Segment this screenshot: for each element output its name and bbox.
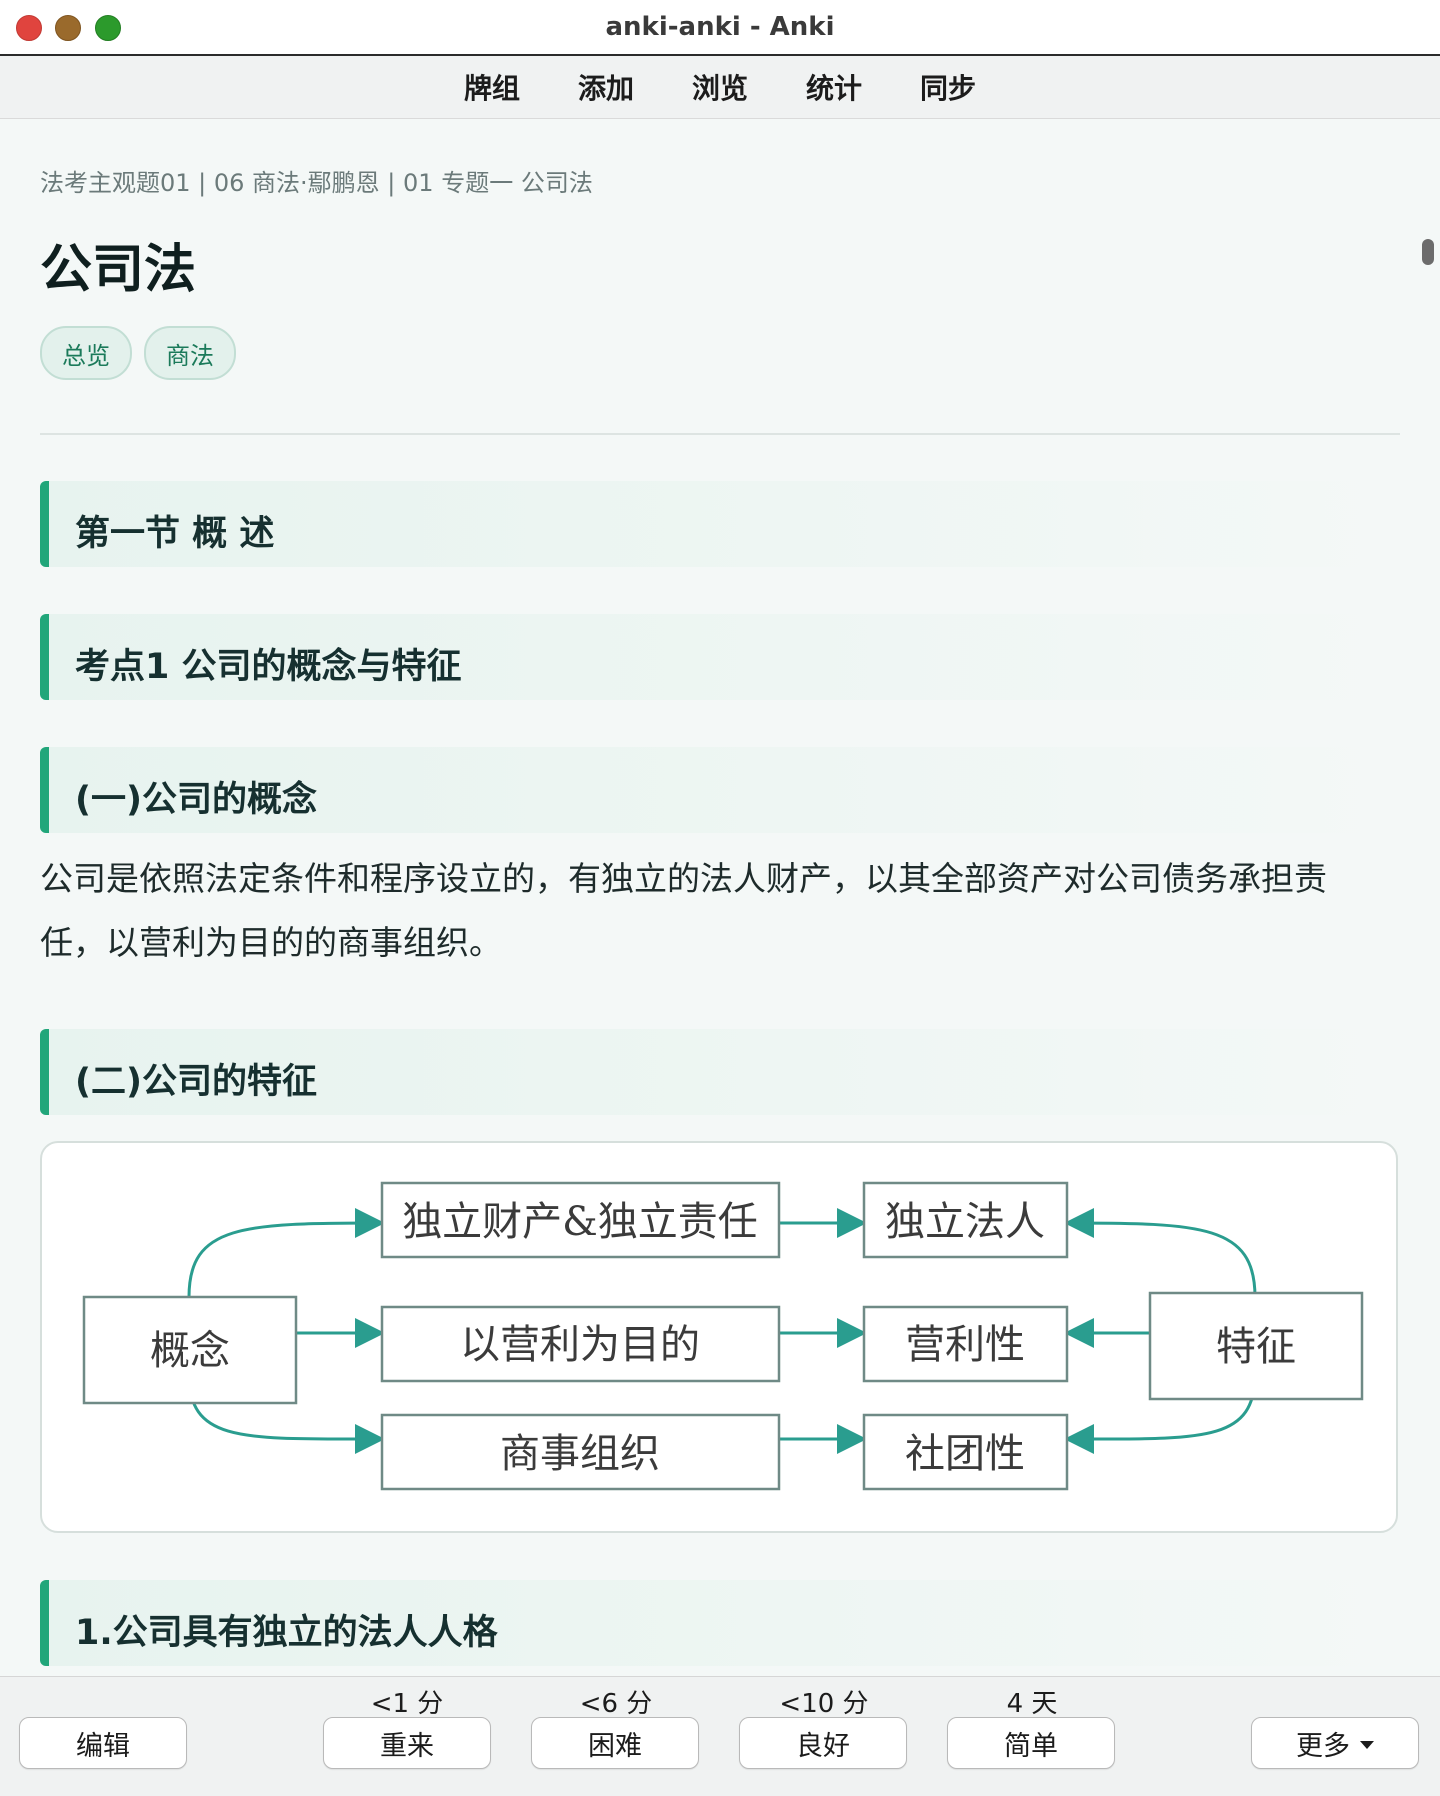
- diagram-svg: 概念 独立财产&独立责任 以营利为目的 商事组织 独立法人 营利性 社团性 特征: [82, 1181, 1364, 1491]
- good-due-time: <10 分: [779, 1689, 869, 1719]
- title-bar: anki-anki - Anki: [0, 0, 1440, 56]
- section-heading-text: (二)公司的特征: [75, 1062, 317, 1102]
- diagram-label-independent-property: 独立财产&独立责任: [402, 1199, 758, 1245]
- tag-commercial-law[interactable]: 商法: [144, 326, 236, 380]
- more-button-label: 更多: [1296, 1730, 1350, 1762]
- tag-overview[interactable]: 总览: [40, 326, 132, 380]
- easy-button[interactable]: 简单: [947, 1717, 1115, 1769]
- diagram-label-features: 特征: [1216, 1324, 1296, 1370]
- good-button[interactable]: 良好: [739, 1717, 907, 1769]
- section-heading: 考点1 公司的概念与特征: [40, 614, 1400, 700]
- diagram-label-independent-legal-person: 独立法人: [885, 1199, 1045, 1245]
- section-heading-text: (一)公司的概念: [75, 780, 317, 820]
- again-due-time: <1 分: [370, 1689, 444, 1719]
- section-heading: 第一节 概 述: [40, 481, 1400, 567]
- easy-due-time: 4 天: [1006, 1689, 1058, 1719]
- toolbar-browse[interactable]: 浏览: [691, 72, 748, 105]
- definition-paragraph: 公司是依照法定条件和程序设立的，有独立的法人财产，以其全部资产对公司债务承担责任…: [40, 859, 1327, 962]
- diagram-label-commercial-org: 商事组织: [500, 1431, 660, 1477]
- answer-bar: 编辑 <1 分 重来 <6 分 困难 <10 分 良好 4 天 简单 更多: [0, 1676, 1440, 1796]
- more-button[interactable]: 更多: [1251, 1717, 1419, 1769]
- section-heading: (一)公司的概念: [40, 747, 1400, 833]
- section-heading-text: 第一节 概 述: [75, 514, 275, 554]
- section-heading: (二)公司的特征: [40, 1029, 1400, 1115]
- diagram-label-profitability: 营利性: [905, 1322, 1025, 1368]
- toolbar-add[interactable]: 添加: [577, 72, 634, 105]
- close-window-button[interactable]: [16, 15, 42, 41]
- diagram-label-associativity: 社团性: [905, 1431, 1025, 1477]
- toolbar-sync[interactable]: 同步: [920, 72, 977, 105]
- hard-button[interactable]: 困难: [531, 1717, 699, 1769]
- diagram-boxes: [82, 1181, 1364, 1491]
- diagram-label-concept: 概念: [150, 1328, 230, 1374]
- diagram-labels: 概念 独立财产&独立责任 以营利为目的 商事组织 独立法人 营利性 社团性 特征: [150, 1199, 1296, 1477]
- window-title: anki-anki - Anki: [605, 12, 835, 42]
- again-button[interactable]: 重来: [323, 1717, 491, 1769]
- page-title: 公司法: [40, 240, 197, 300]
- edit-button[interactable]: 编辑: [19, 1717, 187, 1769]
- toolbar-stats[interactable]: 统计: [806, 72, 863, 105]
- diagram-label-profit-purpose: 以营利为目的: [460, 1322, 700, 1368]
- section-heading: 1.公司具有独立的法人人格: [40, 1580, 1400, 1666]
- main-toolbar: 牌组 添加 浏览 统计 同步: [0, 56, 1440, 119]
- breadcrumb: 法考主观题01 | 06 商法·鄢鹏恩 | 01 专题一 公司法: [40, 169, 593, 197]
- chevron-down-icon: [1360, 1741, 1374, 1749]
- card-content: 法考主观题01 | 06 商法·鄢鹏恩 | 01 专题一 公司法 公司法 总览 …: [0, 119, 1440, 1675]
- tag-list: 总览 商法: [40, 326, 236, 380]
- minimize-window-button[interactable]: [55, 15, 81, 41]
- zoom-window-button[interactable]: [95, 15, 121, 41]
- section-heading-text: 1.公司具有独立的法人人格: [75, 1613, 498, 1653]
- section-heading-text: 考点1 公司的概念与特征: [75, 647, 462, 687]
- divider: [40, 433, 1400, 435]
- features-diagram: 概念 独立财产&独立责任 以营利为目的 商事组织 独立法人 营利性 社团性 特征: [40, 1141, 1398, 1533]
- hard-due-time: <6 分: [579, 1689, 653, 1719]
- toolbar-decks[interactable]: 牌组: [463, 72, 520, 105]
- scrollbar-thumb[interactable]: [1422, 239, 1434, 265]
